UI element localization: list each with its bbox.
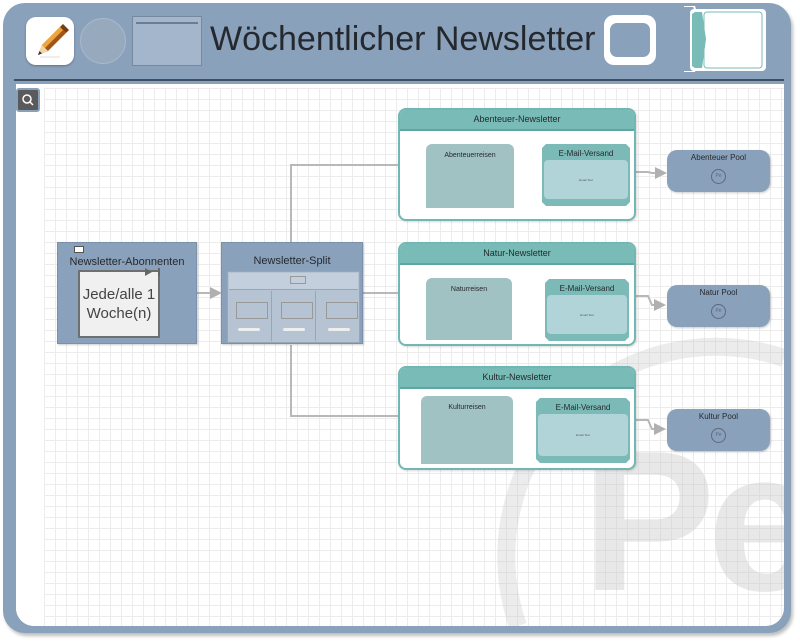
subprocess-title: Kultur-Newsletter [400, 368, 634, 389]
split-node-label: Newsletter-Split [253, 255, 331, 267]
edge-email-pool-1 [628, 167, 667, 179]
page-title: Wöchentlicher Newsletter [210, 20, 596, 58]
rounded-rectangle-icon [610, 23, 650, 57]
header-divider [14, 79, 784, 81]
task-label: Kulturreisen [448, 404, 486, 411]
task-label: Naturreisen [450, 286, 488, 293]
subprocess-abenteuer[interactable]: Abenteuer-Newsletter Abenteuerreisen E-M… [398, 108, 636, 221]
pool-natur[interactable]: Natur Pool Pe [667, 285, 770, 327]
email-task[interactable]: E-Mail-Versand Email Text [542, 144, 630, 206]
email-body: Email Text [547, 295, 627, 334]
task-kulturreisen[interactable]: Kulturreisen [421, 396, 513, 464]
message-icon [74, 246, 84, 253]
pe-logo-icon: Pe [711, 304, 726, 319]
email-task-title: E-Mail-Versand [558, 149, 614, 158]
pool-abenteuer[interactable]: Abenteuer Pool Pe [667, 150, 770, 192]
start-event-node[interactable]: Newsletter-Abonnenten Jede/alle 1 Woche(… [57, 242, 197, 344]
magnifier-icon [22, 94, 34, 106]
subprocess-title: Abenteuer-Newsletter [400, 110, 634, 131]
email-body: Email Text [538, 414, 628, 456]
pencil-icon [38, 24, 69, 58]
task-label: Abenteuerreisen [444, 152, 496, 159]
subprocess-natur[interactable]: Natur-Newsletter Naturreisen E-Mail-Vers… [398, 242, 636, 346]
email-task[interactable]: E-Mail-Versand Email Text [536, 398, 630, 463]
task-abenteuerreisen[interactable]: Abenteuerreisen [426, 144, 514, 208]
tab-shape-button[interactable] [668, 5, 768, 73]
subprocess-kultur[interactable]: Kultur-Newsletter Kulturreisen E-Mail-Ve… [398, 366, 636, 470]
subprocess-title: Natur-Newsletter [400, 244, 634, 265]
rounded-rectangle-button[interactable] [604, 15, 656, 65]
edge-email-pool-2 [628, 295, 666, 311]
start-node-label: Newsletter-Abonnenten [69, 256, 185, 268]
timer-box: Jede/alle 1 Woche(n) [78, 270, 160, 338]
edge-email-pool-3 [628, 419, 666, 435]
circle-shape-button[interactable] [80, 18, 126, 64]
rectangle-shape-button[interactable] [132, 16, 202, 66]
rectangle-icon [136, 22, 198, 24]
pool-label: Kultur Pool [698, 412, 739, 421]
play-icon [145, 268, 160, 276]
zoom-button[interactable] [16, 88, 40, 112]
email-task-title: E-Mail-Versand [555, 403, 611, 412]
pool-kultur[interactable]: Kultur Pool Pe [667, 409, 770, 451]
pe-logo-icon: Pe [711, 428, 726, 443]
timer-text: Jede/alle 1 Woche(n) [82, 286, 156, 322]
email-body: Email Text [544, 160, 628, 199]
pool-label: Natur Pool [699, 288, 738, 297]
edit-button[interactable] [26, 17, 74, 65]
split-node[interactable]: Newsletter-Split [221, 242, 363, 344]
email-task-title: E-Mail-Versand [559, 284, 615, 293]
pe-logo-icon: Pe [711, 169, 726, 184]
task-naturreisen[interactable]: Naturreisen [426, 278, 512, 340]
split-thumbnail [227, 271, 360, 343]
pool-label: Abenteuer Pool [690, 153, 747, 162]
email-task[interactable]: E-Mail-Versand Email Text [545, 279, 629, 341]
